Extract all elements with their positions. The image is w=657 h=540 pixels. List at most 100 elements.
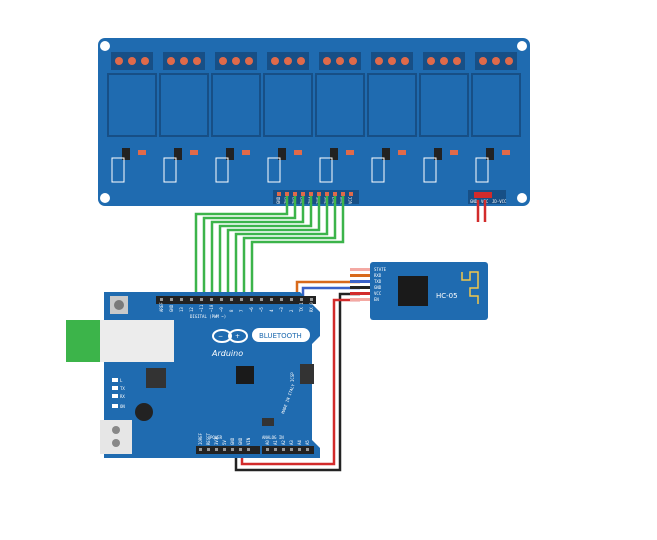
terminal-screw [284, 57, 292, 65]
optocoupler [122, 148, 130, 160]
optocoupler [226, 148, 234, 160]
power-pin-label: GND [230, 437, 235, 445]
digital-pin-label: ~11 [199, 304, 204, 312]
signal-wire [242, 196, 337, 300]
digital-pin [220, 298, 223, 301]
hc05-model: HC-05 [436, 292, 458, 300]
hc05-pin-label: GND [374, 285, 382, 290]
relay-pin [309, 192, 313, 196]
power-header [196, 446, 260, 454]
analog-pin-label: A3 [289, 440, 294, 445]
relay-pin [333, 192, 337, 196]
relay-pin [293, 192, 297, 196]
status-led [346, 150, 354, 155]
terminal-screw [375, 57, 383, 65]
digital-pin-label: 8 [229, 309, 234, 312]
status-led [138, 150, 146, 155]
terminal-screw [388, 57, 396, 65]
jack-pin [112, 439, 120, 447]
voltage-regulator [146, 368, 166, 388]
terminal-screw [505, 57, 513, 65]
digital-pin-label: GND [169, 304, 174, 312]
hc05-pin-label: TXD [374, 279, 382, 284]
bluetooth-badge-text: BLUETOOTH [259, 332, 302, 340]
digital-pin [250, 298, 253, 301]
power-pin [215, 448, 218, 451]
usb-shell [100, 320, 174, 362]
relay-body [107, 73, 157, 137]
digital-pin [300, 298, 303, 301]
terminal-screw [479, 57, 487, 65]
terminal-screw [193, 57, 201, 65]
signal-wire [234, 196, 329, 300]
mount-hole [517, 41, 527, 51]
relay-pin [285, 192, 289, 196]
power-pin-label: 5V [222, 440, 227, 445]
relay-pin-label: VCC [348, 196, 353, 204]
relay-pin [349, 192, 353, 196]
digital-pin [180, 298, 183, 301]
digital-pin-label: 2 [289, 309, 294, 312]
optocoupler [174, 148, 182, 160]
status-led [450, 150, 458, 155]
hc05-pin [350, 292, 370, 295]
digital-pin [310, 298, 313, 301]
digital-pin [170, 298, 173, 301]
digital-pin-label: ~9 [219, 307, 224, 312]
hc05-chip [398, 276, 428, 306]
terminal-screw [180, 57, 188, 65]
terminal-screw [141, 57, 149, 65]
terminal-screw [440, 57, 448, 65]
logo-minus: − [218, 333, 223, 340]
status-led [242, 150, 250, 155]
led-label: RX [120, 394, 125, 399]
analog-pin-label: A1 [273, 440, 278, 445]
analog-pin-label: A2 [281, 440, 286, 445]
component-footprint [267, 157, 281, 183]
jack-pin [112, 426, 120, 434]
relay-body [419, 73, 469, 137]
signal-wire [194, 196, 289, 300]
relay-pin [341, 192, 345, 196]
hc05-pin [350, 286, 370, 289]
analog-pin [274, 448, 277, 451]
power-jack [100, 420, 132, 454]
digital-pin-label: AREF [159, 302, 164, 312]
digital-pin [240, 298, 243, 301]
relay-jumper [474, 192, 492, 198]
analog-label: ANALOG IN [262, 435, 284, 440]
analog-pin-label: A4 [297, 440, 302, 445]
terminal-screw [128, 57, 136, 65]
wire-gnd [234, 292, 360, 472]
analog-pin [298, 448, 301, 451]
analog-pin [306, 448, 309, 451]
digital-pin [270, 298, 273, 301]
optocoupler [434, 148, 442, 160]
arduino-logo: − + [212, 329, 248, 343]
terminal-screw [219, 57, 227, 65]
power-pin-label: GND [238, 437, 243, 445]
led [112, 378, 118, 382]
optocoupler [382, 148, 390, 160]
microcontroller-chip [236, 366, 254, 384]
status-led [190, 150, 198, 155]
hc05-pin [350, 280, 370, 283]
digital-pin-label: 13 [179, 307, 184, 312]
led [112, 394, 118, 398]
hc05-pin-label: VCC [374, 291, 382, 296]
relay-jumper-label-jdvcc: JD-VCC [492, 199, 507, 204]
power-pin [223, 448, 226, 451]
digital-pin-label: ~6 [249, 307, 254, 312]
reset-button-cap [114, 300, 124, 310]
analog-pin [266, 448, 269, 451]
terminal-screw [453, 57, 461, 65]
terminal-screw [427, 57, 435, 65]
terminal-screw [323, 57, 331, 65]
signal-wire [218, 196, 313, 300]
power-label: POWER [210, 435, 223, 440]
relay-body [367, 73, 417, 137]
mount-hole [100, 193, 110, 203]
